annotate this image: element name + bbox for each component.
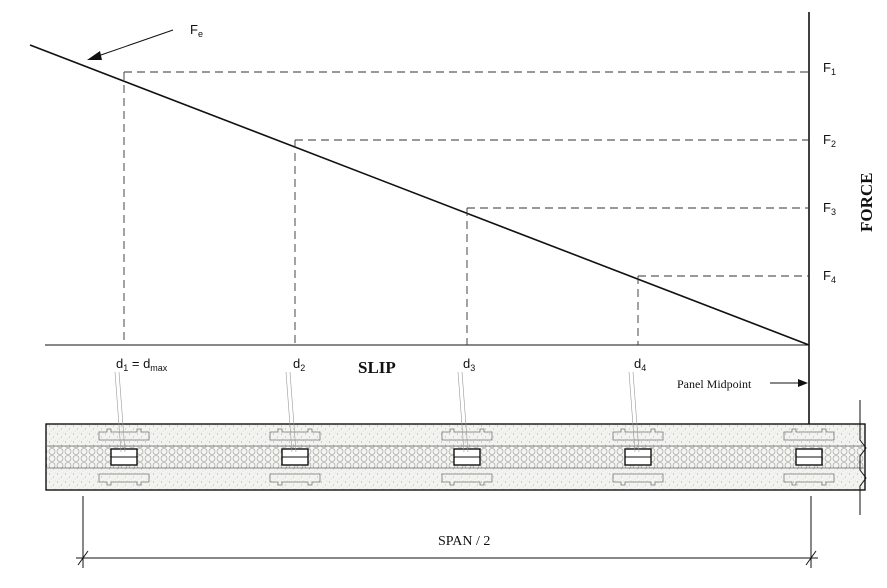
shear-connectors <box>98 371 835 486</box>
force-label-1: F1 <box>823 60 836 77</box>
shear-connector <box>269 371 321 486</box>
fe-label: Fe <box>190 22 203 39</box>
guide-f4 <box>637 275 809 345</box>
panel-midpoint-arrow-head <box>798 379 808 387</box>
slip-label-1: d1 = dmax <box>116 356 168 373</box>
shear-connector <box>612 371 664 486</box>
slip-label-3: d3 <box>463 356 475 373</box>
panel-top-wythe <box>46 424 865 446</box>
force-axis-title: FORCE <box>857 173 876 233</box>
guide-f2 <box>294 139 809 345</box>
panel-break-line <box>859 400 867 515</box>
force-distribution-line <box>29 44 810 346</box>
force-label-2: F2 <box>823 132 836 149</box>
guide-f1 <box>123 71 809 345</box>
slip-label-2: d2 <box>293 356 305 373</box>
panel-midpoint-label: Panel Midpoint <box>677 377 752 391</box>
shear-connector <box>441 371 493 486</box>
sandwich-panel <box>45 371 866 491</box>
span-dimension <box>76 496 818 568</box>
force-label-3: F3 <box>823 200 836 217</box>
span-label: SPAN / 2 <box>438 534 490 549</box>
fe-arrow-line <box>97 29 174 57</box>
panel-outline <box>45 423 866 491</box>
slip-axis-title: SLIP <box>358 358 396 377</box>
force-label-4: F4 <box>823 268 836 285</box>
panel-bottom-wythe <box>46 468 865 490</box>
slip-label-4: d4 <box>634 356 646 373</box>
guide-f3 <box>466 207 809 345</box>
shear-connector <box>783 428 835 486</box>
shear-connector <box>98 371 150 486</box>
fe-arrow-head <box>87 51 102 60</box>
guide-lines <box>123 71 809 345</box>
